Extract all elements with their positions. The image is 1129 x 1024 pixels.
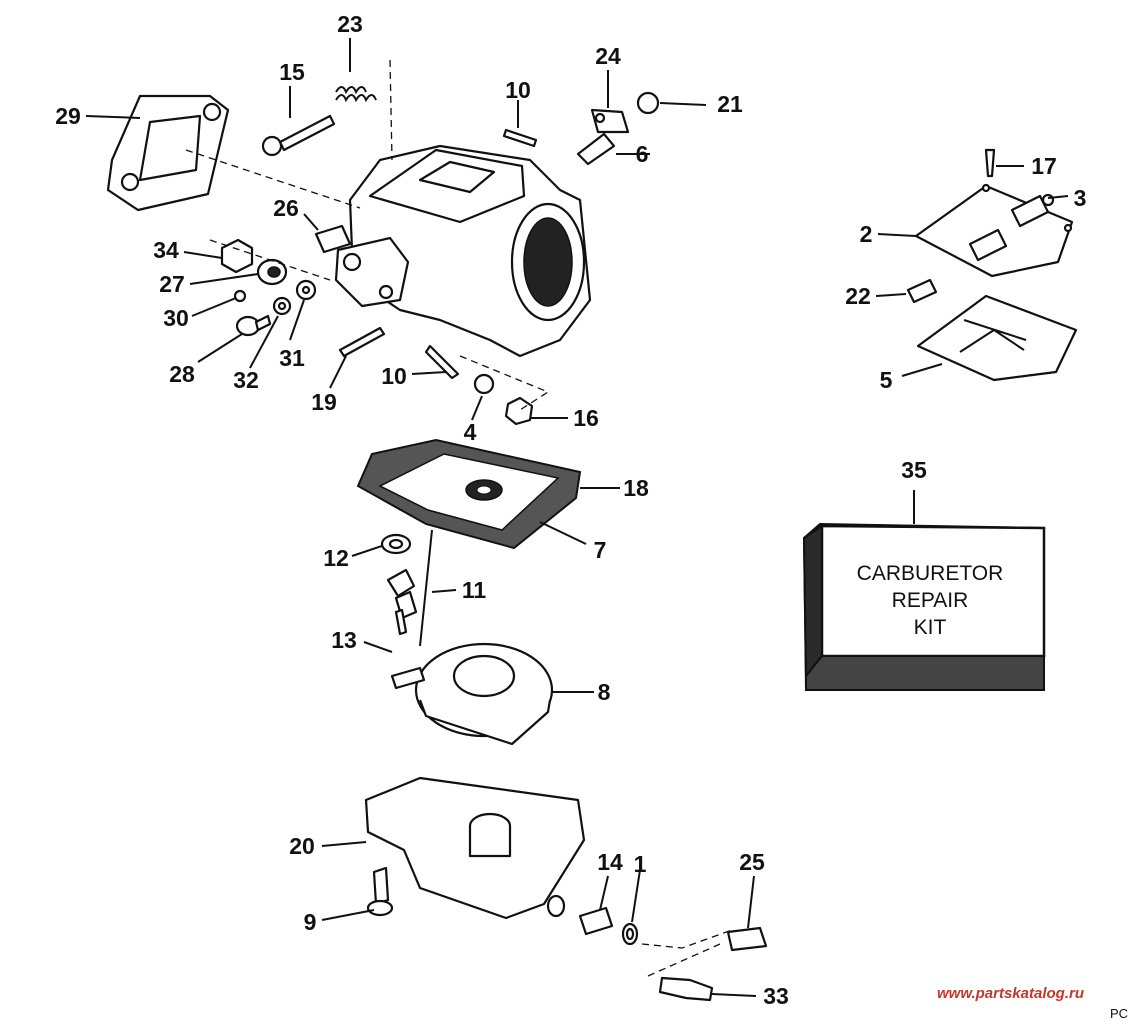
corner-code: PC: [1110, 1006, 1128, 1021]
carburetor-body-part: [334, 144, 592, 358]
alignment-line: [389, 59, 393, 161]
diaphragm-part: [916, 294, 1078, 382]
float-bowl-part: [364, 776, 586, 920]
callout-15: 15: [279, 59, 305, 85]
callout-3: 3: [1074, 185, 1087, 211]
cover-part: [914, 183, 1074, 278]
bowl-gasket-part: [356, 438, 582, 550]
callout-6: 6: [636, 141, 649, 167]
float-pin-part: [419, 529, 433, 647]
callout-31: 30: [163, 305, 189, 331]
callout-10-lower: 10: [381, 363, 407, 389]
lock-washer-part: [295, 279, 317, 301]
bushing-part: [256, 258, 288, 286]
alignment-line: [209, 239, 331, 281]
plug-part: [473, 373, 495, 395]
hex-nut-part: [220, 238, 254, 274]
fitting-33-part: [658, 976, 714, 1002]
kit-label-line2: REPAIR: [892, 589, 969, 612]
callout-10-top: 10: [505, 77, 531, 103]
jet-part: [578, 906, 614, 936]
pin-part-lower: [424, 344, 460, 380]
drain-screw-part: [726, 926, 768, 952]
callout-20: 20: [289, 833, 315, 859]
washer-part: [272, 296, 292, 316]
callout-32: 32: [233, 367, 259, 393]
nut-16-part: [504, 396, 534, 426]
callout-35: 35: [901, 457, 927, 483]
ball-part: [233, 289, 247, 303]
callout-4: 4: [464, 419, 477, 445]
callout-26: 26: [273, 195, 299, 221]
kit-label-line3: KIT: [914, 616, 947, 639]
flange-gasket-part: [106, 94, 230, 212]
watermark-text: www.partskatalog.ru: [937, 985, 1084, 1002]
kit-label-line1: CARBURETOR: [857, 562, 1004, 585]
callout-19: 19: [311, 389, 337, 415]
callout-23: 23: [337, 11, 363, 37]
callout-13: 13: [331, 627, 357, 653]
fitting-part: [314, 224, 352, 254]
callout-2: 2: [860, 221, 873, 247]
callout-24: 24: [595, 43, 621, 69]
bowl-screw-part: [366, 866, 394, 917]
float-part: [390, 642, 554, 746]
callout-27: 27: [159, 271, 185, 297]
cover-fitting-part: [1041, 193, 1055, 207]
alignment-line: [641, 929, 733, 977]
callout-17: 17: [1031, 153, 1057, 179]
nut-part: [636, 91, 660, 115]
callout-8: 8: [598, 679, 611, 705]
alignment-line: [459, 355, 550, 411]
needle-valve-part: [906, 278, 938, 304]
callout-34: 34: [153, 237, 179, 263]
callout-33: 33: [763, 983, 789, 1009]
callout-5: 5: [880, 367, 893, 393]
link-plate-part: [590, 108, 630, 134]
cover-screw-part: [984, 148, 996, 178]
jet-washer-part: [621, 922, 639, 946]
callout-12: 12: [323, 545, 349, 571]
idle-screw-part: [261, 114, 336, 157]
callout-28: 28: [169, 361, 195, 387]
callout-1: 1: [634, 851, 647, 877]
callout-25: 25: [739, 849, 765, 875]
float-washer-part: [380, 533, 412, 555]
callout-7: 7: [594, 537, 607, 563]
callout-16: 16: [573, 405, 599, 431]
callout-21: 21: [717, 91, 743, 117]
pin-part: [502, 128, 538, 148]
needle-part: [394, 608, 408, 636]
leader-lines: [85, 38, 1069, 997]
callout-9: 9: [304, 909, 317, 935]
repair-kit-box: CARBURETOR REPAIR KIT: [802, 522, 1046, 691]
throttle-screw-part: [235, 314, 272, 337]
stud-part: [576, 132, 616, 166]
callout-18: 18: [623, 475, 649, 501]
callout-14: 14: [597, 849, 623, 875]
callout-11: 11: [462, 577, 487, 603]
callout-22: 22: [845, 283, 871, 309]
spring-part: [335, 86, 377, 103]
pin-lower-part: [338, 326, 386, 358]
callout-labels: 1 2 3 4 5 6 7 8 9 10 10 11 12 13 14 15 1…: [55, 11, 1086, 1009]
callout-29: 29: [55, 103, 81, 129]
callout-30: 31: [279, 345, 305, 371]
alignment-line: [185, 149, 361, 209]
